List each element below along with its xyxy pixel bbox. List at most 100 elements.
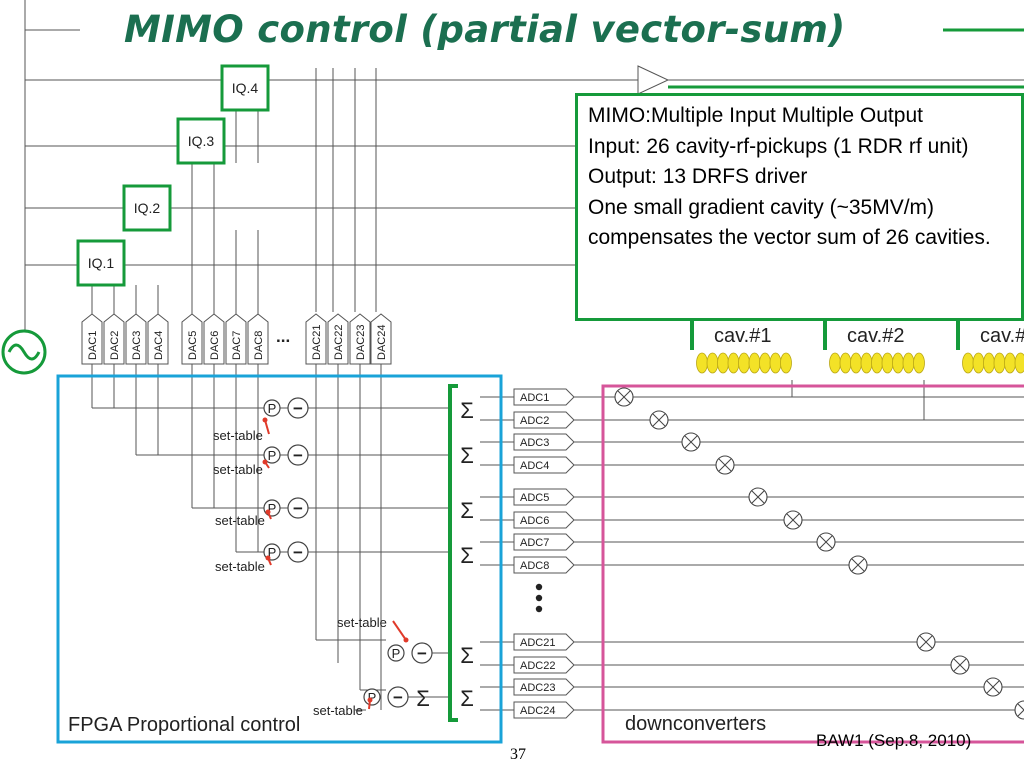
mimo-info-box: MIMO:Multiple Input Multiple Output Inpu… xyxy=(575,93,1024,321)
misc-symbols xyxy=(1,28,1024,375)
set-table-arrowhead xyxy=(262,459,268,465)
cavity-label: cav.#1 xyxy=(714,325,771,347)
dac-label: DAC5 xyxy=(187,331,199,360)
minus-label: − xyxy=(293,446,303,465)
iq-block-label: IQ.3 xyxy=(188,133,215,149)
downconverter-box xyxy=(601,384,1024,744)
set-table-label: set-table xyxy=(213,462,263,477)
dac-label: DAC8 xyxy=(253,331,265,360)
info-line: MIMO:Multiple Input Multiple Output xyxy=(588,104,923,127)
dac-symbol xyxy=(103,313,125,365)
mixer-cross xyxy=(953,658,967,672)
dac-symbol xyxy=(305,313,327,365)
cavity-cell xyxy=(829,352,841,374)
info-line: Output: 13 DRFS driver xyxy=(588,165,808,188)
sigma-symbol: Σ xyxy=(460,686,474,711)
adc-symbol xyxy=(513,533,575,551)
mixer-cross xyxy=(786,513,800,527)
cavity-cell xyxy=(759,352,771,374)
ellipsis-dot xyxy=(535,605,543,613)
mixer-icon xyxy=(1014,700,1024,720)
mixer-cross xyxy=(851,558,865,572)
cavity-cell xyxy=(892,352,904,374)
dac-label: DAC4 xyxy=(153,331,165,360)
mixer-cross xyxy=(684,435,698,449)
adc-symbol xyxy=(513,433,575,451)
cavity-cell xyxy=(860,352,873,374)
iq-block-box xyxy=(176,117,226,165)
minus-circle xyxy=(287,497,309,519)
adc-label: ADC7 xyxy=(520,537,549,549)
cavity-cell xyxy=(871,352,883,374)
fpga-label: FPGA Proportional control xyxy=(68,714,300,736)
dac-symbol xyxy=(349,313,371,365)
p-gain-circle xyxy=(387,644,405,662)
dac-label: DAC22 xyxy=(333,325,345,360)
dac-symbol xyxy=(125,313,147,365)
cavity-cell xyxy=(881,352,894,374)
cavity-cell xyxy=(983,352,995,374)
cavity-cell xyxy=(850,352,862,374)
cavity-cell xyxy=(913,352,925,374)
sigma-symbol: Σ xyxy=(460,498,474,523)
mixer-cross xyxy=(919,635,933,649)
adc-symbol xyxy=(513,488,575,506)
adc-label: ADC5 xyxy=(520,492,549,504)
set-table-arrow xyxy=(392,620,407,641)
adc-label: ADC22 xyxy=(520,660,555,672)
adc-symbol xyxy=(513,633,575,651)
cavity-label: cav.#2 xyxy=(847,325,904,347)
adc-label: ADC24 xyxy=(520,705,555,717)
adc-label: ADC8 xyxy=(520,560,549,572)
minus-label: − xyxy=(293,543,303,562)
page-number: 37 xyxy=(510,746,526,763)
set-table-label: set-table xyxy=(337,615,387,630)
adc-label: ADC21 xyxy=(520,637,555,649)
slide-title: MIMO control (partial vector-sum) xyxy=(124,8,846,51)
p-gain-label: P xyxy=(368,690,377,705)
cavity-cell xyxy=(696,352,708,374)
dac-symbol xyxy=(81,313,103,365)
cavity-cell xyxy=(738,352,750,374)
ellipsis-dot xyxy=(535,583,543,591)
minus-label: − xyxy=(417,644,427,663)
minus-label: − xyxy=(293,499,303,518)
p-gain-circle xyxy=(263,399,281,417)
dac-label: DAC3 xyxy=(131,331,143,360)
iq-block-box xyxy=(220,64,270,112)
iq-block-label: IQ.2 xyxy=(134,200,161,216)
adc-symbol xyxy=(513,411,575,429)
dac-symbol xyxy=(203,313,225,365)
adc-symbol xyxy=(513,678,575,696)
adc-label: ADC23 xyxy=(520,682,555,694)
sigma-symbol: Σ xyxy=(460,398,474,423)
adc-symbol xyxy=(513,556,575,574)
cavity-cell xyxy=(717,352,729,374)
adc-label: ADC4 xyxy=(520,460,549,472)
cavity-cell xyxy=(1014,352,1024,374)
dac-symbol xyxy=(225,313,247,365)
minus-circle xyxy=(287,397,309,419)
set-table-label: set-table xyxy=(215,513,265,528)
sigma-symbol: Σ xyxy=(460,643,474,668)
minus-label: − xyxy=(393,688,403,707)
minus-label: − xyxy=(293,399,303,418)
adc-label: ADC1 xyxy=(520,392,549,404)
cavity-cell xyxy=(962,352,974,374)
mixer-cross xyxy=(751,490,765,504)
dac-label: DAC21 xyxy=(311,325,323,360)
iq-block-box xyxy=(76,239,126,287)
iq-block-box xyxy=(122,184,172,232)
vector-sum-bracket xyxy=(448,384,458,722)
cavity-cell xyxy=(993,352,1006,374)
dac-symbol xyxy=(147,313,169,365)
rf-source-sine-icon xyxy=(7,343,41,361)
minus-circle xyxy=(287,541,309,563)
adc-column: ADC1ADC2ADC3ADC4ADC5ADC6ADC7ADC8ADC21ADC… xyxy=(513,388,575,719)
amplifier-triangle xyxy=(637,65,670,95)
set-table-label: set-table xyxy=(213,428,263,443)
minus-circle xyxy=(387,686,409,708)
dac-label: DAC7 xyxy=(231,331,243,360)
